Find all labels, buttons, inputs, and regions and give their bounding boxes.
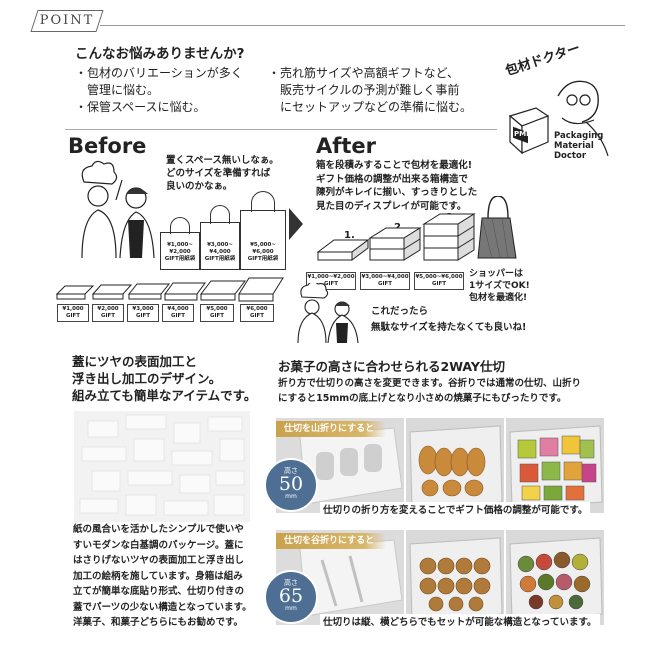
valley-fold-photos: 仕切を谷折りにすると 高さ 65 mm 仕切りは縦、横どちらでもセットが可能な構… bbox=[264, 530, 604, 628]
doctor-name-line: Doctor bbox=[554, 151, 587, 161]
text-line: ギフト価格の調整が出来る箱構造で bbox=[316, 173, 469, 185]
text-line: にすると15mmの底上げとなり小さめの焼菓子にもぴったりです。 bbox=[278, 393, 567, 404]
text-line: 見た目のディスプレイが可能です。 bbox=[316, 200, 467, 212]
text-line: 陳列がキレイに揃い、すっきりとした bbox=[316, 187, 478, 198]
mountain-fold-ribbon: 仕切を山折りにすると bbox=[276, 421, 387, 437]
mountain-fold-photos: 仕切を山折りにすると 高さ 50 mm 仕切りの折り方を変えることでギフト価格の… bbox=[264, 418, 604, 516]
arrow-right-icon bbox=[289, 208, 303, 240]
doctor-pmd-mark: PMD bbox=[514, 130, 532, 138]
staff-illustration bbox=[81, 160, 155, 259]
speech-line: どのサイズを準備すれば bbox=[166, 168, 271, 179]
lid-feature-description: 紙の風合いを活かしたシンプルで使いや すいモダンな白基調のパッケージ。蓋に はさ… bbox=[73, 522, 263, 631]
lid-feature-title: 蓋にツヤの表面加工と 浮き出し加工のデザイン。 組み立ても簡単なアイテムです。 bbox=[72, 353, 287, 404]
worries-list-right: ・売れ筋サイズや高額ギフトなど、 販売サイクルの予測が難しく事前 にセットアップ… bbox=[268, 65, 518, 116]
worry-line: 管理に悩む。 bbox=[75, 83, 160, 97]
text-line: 洋菓子、和菓子どちらにもお勧めです。 bbox=[73, 617, 244, 628]
text-line: 立てが簡単な底貼り形式、仕切り付きの bbox=[73, 586, 245, 597]
after-speech: これだったら 無駄なサイズを持たなくても良いね! bbox=[371, 304, 526, 336]
section-divider bbox=[65, 129, 497, 130]
wrapped-sweets-box-photo bbox=[406, 530, 504, 625]
text-line: 箱を段積みすることで包材を最適化! bbox=[316, 160, 473, 171]
worries-title: こんなお悩みありませんか? bbox=[75, 46, 245, 62]
text-line: 紙の風合いを活かしたシンプルで使いや bbox=[73, 524, 244, 535]
text-line: 蓋でパーツの少ない構造となっています。 bbox=[73, 601, 252, 613]
after-title: After bbox=[316, 134, 377, 158]
valley-fold-ribbon: 仕切を谷折りにすると bbox=[276, 533, 387, 549]
point-label: POINT bbox=[30, 10, 104, 32]
worry-line: 販売サイクルの予測が難しく事前 bbox=[268, 83, 460, 97]
speech-line: 無駄なサイズを持たなくても良いね! bbox=[371, 322, 527, 333]
worry-line: ・売れ筋サイズや高額ギフトなど、 bbox=[268, 66, 460, 80]
height-badge: 高さ 50 mm bbox=[264, 458, 318, 512]
text-line: すいモダンな白基調のパッケージ。蓋に bbox=[73, 539, 244, 551]
mixed-sweets-box-photo bbox=[506, 530, 604, 625]
gift-boxes-row bbox=[55, 277, 284, 302]
doctor-name-line: Packaging bbox=[554, 131, 603, 141]
worry-line: ・包材のバリエーションが多く bbox=[75, 66, 243, 80]
stacked-boxes-illustration bbox=[316, 196, 517, 261]
header-rule bbox=[100, 25, 625, 26]
staff-illustration-after bbox=[297, 283, 359, 343]
title-line: 蓋にツヤの表面加工と bbox=[72, 354, 198, 369]
worry-line: ・保管スペースに悩む。 bbox=[75, 100, 206, 114]
twoway-description: 折り方で仕切りの高さを変更できます。谷折りでは通常の仕切、山折り にすると15m… bbox=[278, 376, 598, 406]
text-line: はさりげないツヤの表面加工と浮き出し bbox=[73, 555, 245, 566]
twoway-title: お菓子の高さに合わせられる2WAY仕切 bbox=[278, 359, 505, 374]
colorful-sweets-box-photo bbox=[506, 418, 604, 513]
photo-caption: 仕切りは縦、横どちらでもセットが可能な構造となっています。 bbox=[320, 614, 600, 628]
title-line: 組み立ても簡単なアイテムです。 bbox=[72, 388, 257, 403]
packaging-doctor-illustration: 包材ドクター PMD Packaging Material Doctor bbox=[503, 40, 609, 161]
speech-line: 置くスペース無いしなぁ。 bbox=[166, 155, 279, 166]
text-line: 加工の絵柄を施しています。身箱は組み bbox=[73, 570, 243, 582]
speech-line: 良いのかなぁ。 bbox=[166, 181, 233, 192]
after-description: 箱を段積みすることで包材を最適化! ギフト価格の調整が出来る箱構造で 陳列がキレ… bbox=[316, 159, 511, 213]
doctor-katakana: 包材ドクター bbox=[503, 40, 582, 79]
text-line: 折り方で仕切りの高さを変更できます。谷折りでは通常の仕切、山折り bbox=[278, 378, 582, 389]
doctor-name-line: Material bbox=[554, 141, 594, 151]
embossed-lid-photo bbox=[74, 411, 250, 522]
step-number: 1. bbox=[344, 230, 355, 241]
baked-sweets-box-photo bbox=[406, 418, 504, 513]
speech-line: これだったら bbox=[371, 306, 429, 317]
photo-caption: 仕切りの折り方を変えることでギフト価格の調整が可能です。 bbox=[320, 502, 591, 516]
height-badge: 高さ 65 mm bbox=[264, 570, 318, 624]
worries-list-left: ・包材のバリエーションが多く 管理に悩む。 ・保管スペースに悩む。 bbox=[75, 65, 255, 116]
before-speech: 置くスペース無いしなぁ。 どのサイズを準備すれば 良いのかなぁ。 bbox=[166, 154, 296, 193]
title-line: 浮き出し加工のデザイン。 bbox=[72, 371, 222, 386]
worry-line: にセットアップなどの準備に悩む。 bbox=[268, 100, 473, 114]
before-title: Before bbox=[68, 134, 147, 158]
